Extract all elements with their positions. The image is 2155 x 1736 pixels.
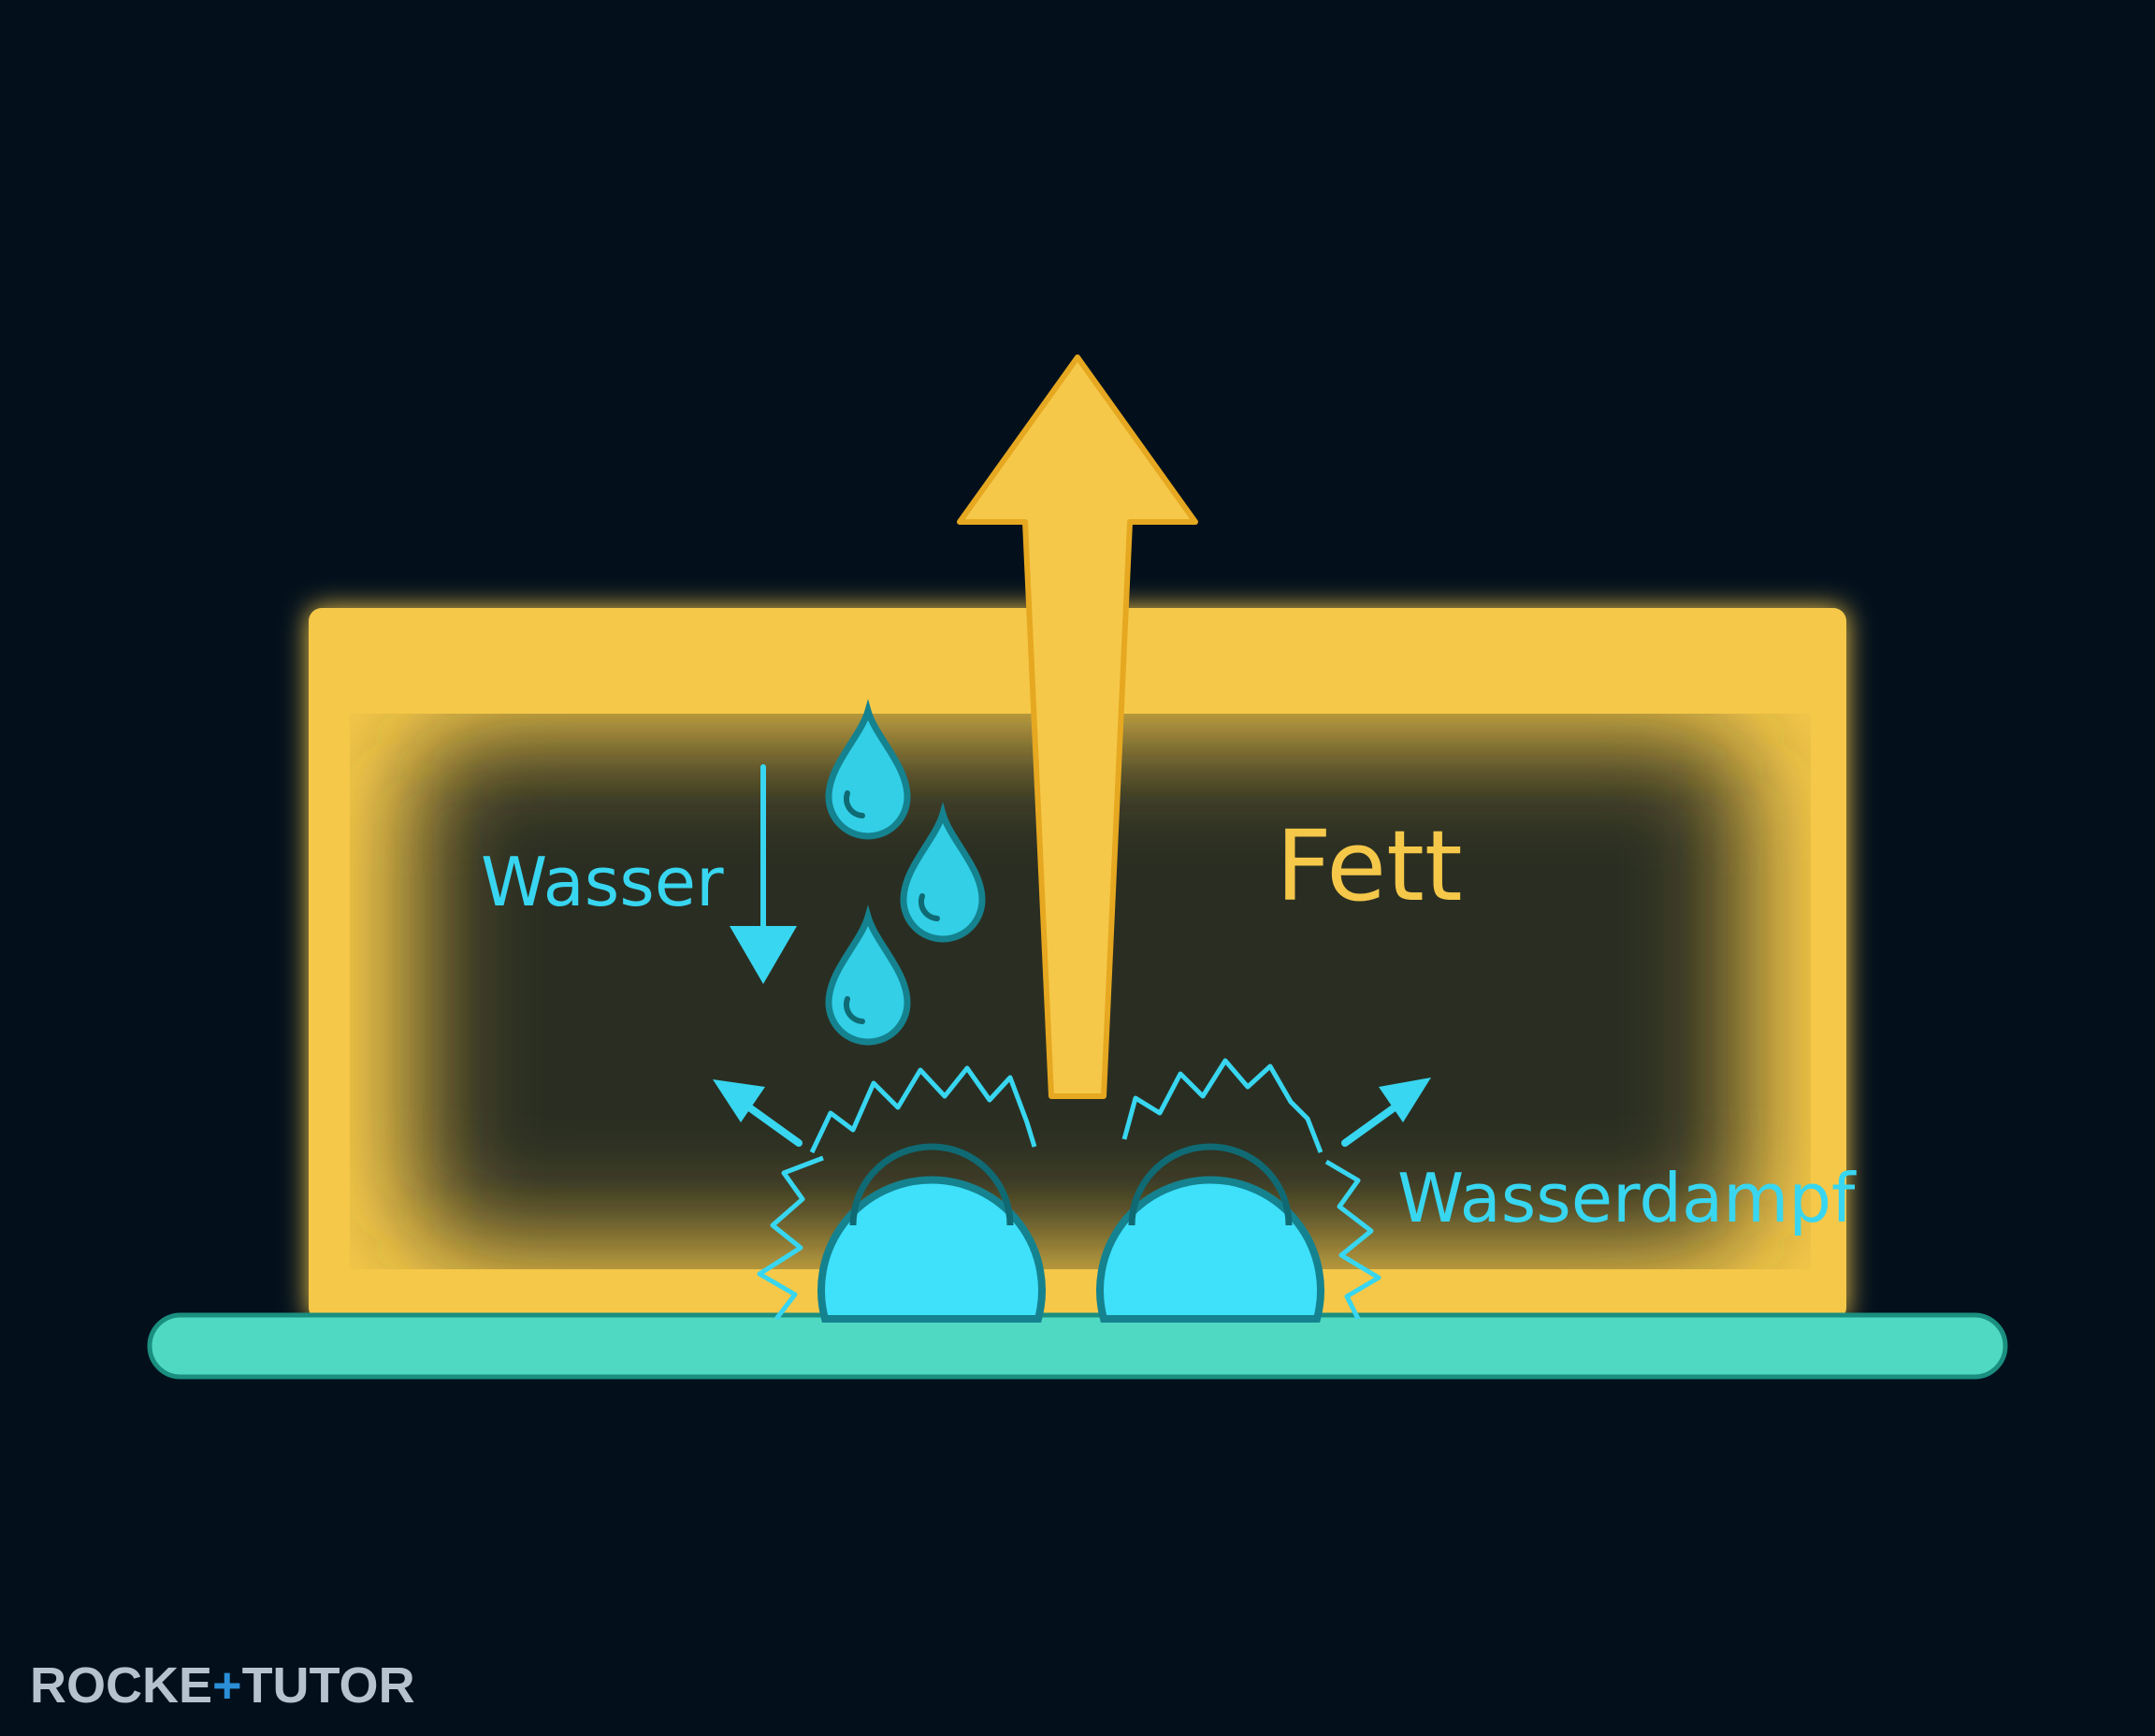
pan-surface	[147, 1312, 2008, 1380]
water-drop-icon	[825, 904, 911, 1046]
steam-bubbles	[817, 1143, 1324, 1323]
sizzle-left	[757, 1155, 824, 1321]
steam-arrow-left-icon	[713, 1079, 803, 1147]
water-drop-icon	[825, 699, 911, 840]
steam-arrow-right-icon	[1341, 1078, 1431, 1147]
downward-arrow-icon	[730, 764, 797, 984]
upward-arrow-icon	[957, 354, 1198, 1099]
steam-bubble-icon	[817, 1143, 1046, 1323]
label-wasserdampf: Wasserdampf	[1397, 1159, 1857, 1237]
sizzle-top-right	[1121, 1058, 1323, 1153]
logo-part-cross: +	[212, 1657, 242, 1714]
steam-bubble-icon	[1096, 1143, 1324, 1323]
label-wasser: Wasser	[481, 843, 724, 921]
sizzle-lines	[757, 1058, 1381, 1321]
water-drop-icon	[900, 802, 986, 943]
logo-part-2: TUTO	[242, 1657, 379, 1714]
logo-part-3: R	[379, 1657, 415, 1714]
logo-part-1: ROCKE	[30, 1657, 212, 1714]
rockettutor-logo: ROCKE+TUTOR	[30, 1657, 415, 1714]
water-drops	[825, 699, 986, 1046]
sizzle-top-left	[809, 1065, 1037, 1154]
svg-text:ROCKE+TUTOR: ROCKE+TUTOR	[30, 1657, 415, 1714]
label-fett: Fett	[1276, 809, 1463, 923]
sizzle-right	[1324, 1159, 1381, 1321]
